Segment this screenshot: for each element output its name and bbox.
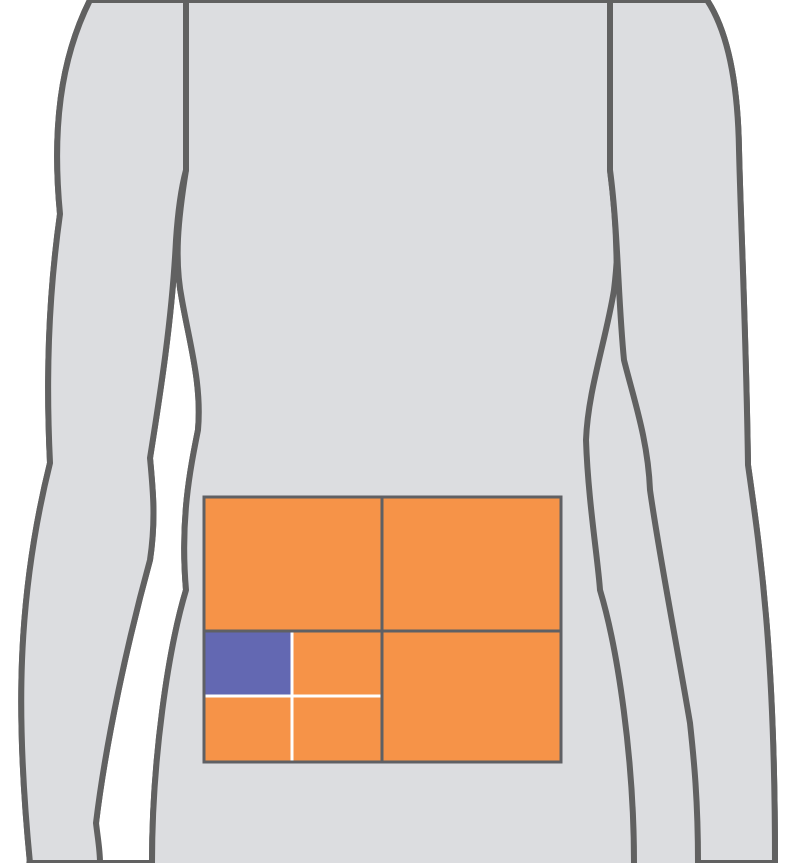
region-upper-left[interactable] (204, 497, 382, 631)
region-lower-left-lower-right[interactable] (292, 696, 382, 762)
left-outer-arm (18, 0, 189, 863)
region-upper-right[interactable] (382, 497, 561, 631)
lumbar-quadrant-grid (202, 495, 563, 764)
left-inner-contour-line (149, 167, 202, 863)
region-lower-left-lower-left[interactable] (204, 696, 292, 762)
region-lower-right[interactable] (382, 631, 561, 762)
region-lower-left-upper-right[interactable] (292, 631, 382, 696)
grid-outer-border (202, 495, 563, 764)
region-lower-left-upper-left[interactable] (204, 631, 292, 696)
